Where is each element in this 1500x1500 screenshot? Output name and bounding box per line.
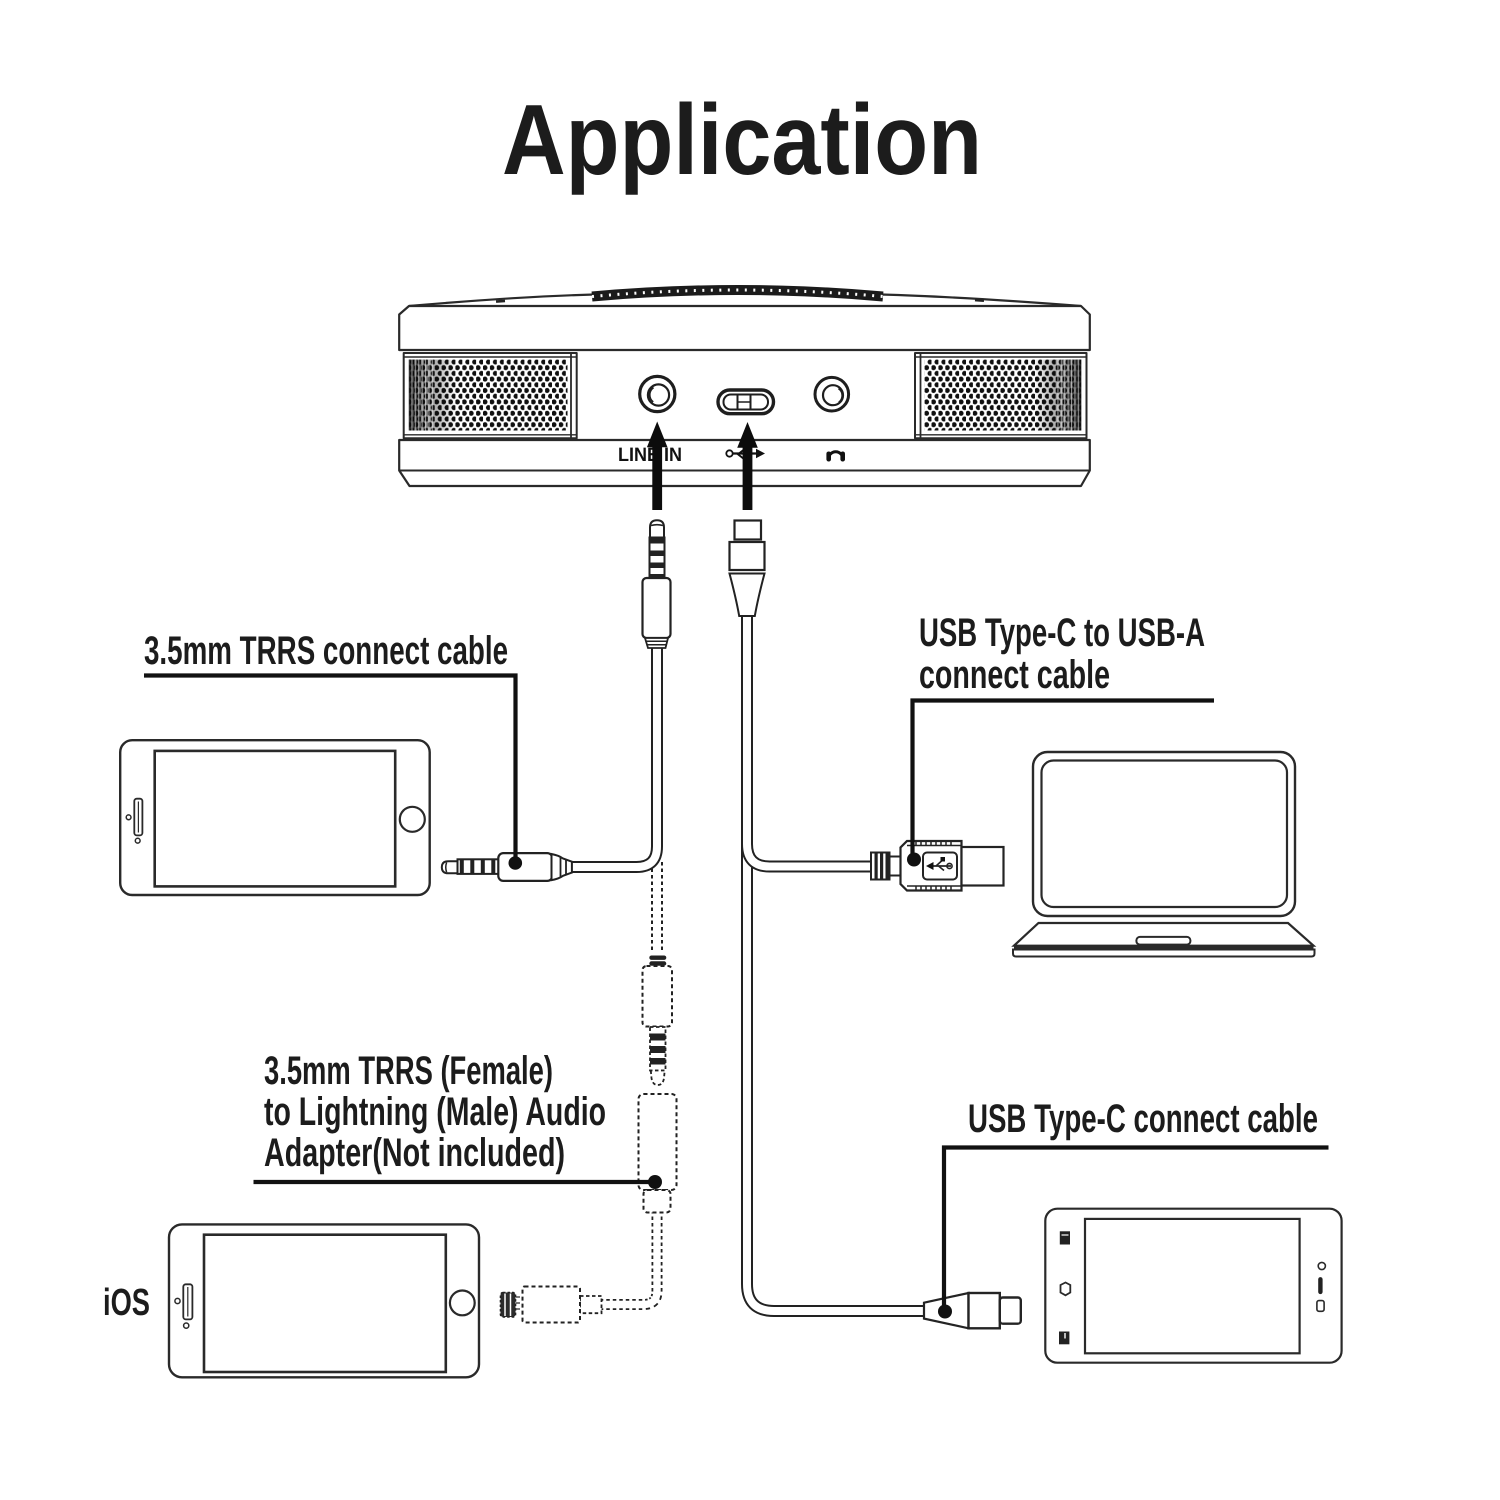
svg-text:Application: Application — [502, 84, 982, 196]
svg-text:USB Type-C to USB-A: USB Type-C to USB-A — [919, 611, 1205, 655]
svg-text:iOS: iOS — [103, 1282, 150, 1324]
svg-text:3.5mm TRRS connect cable: 3.5mm TRRS connect cable — [144, 629, 508, 673]
svg-text:USB Type-C connect cable: USB Type-C connect cable — [968, 1097, 1318, 1141]
svg-text:to Lightning (Male) Audio: to Lightning (Male) Audio — [264, 1090, 606, 1134]
svg-text:LINE IN: LINE IN — [618, 444, 682, 466]
svg-text:3.5mm TRRS (Female): 3.5mm TRRS (Female) — [264, 1049, 553, 1093]
svg-text:connect cable: connect cable — [919, 653, 1110, 697]
svg-text:Adapter(Not included): Adapter(Not included) — [264, 1131, 565, 1175]
